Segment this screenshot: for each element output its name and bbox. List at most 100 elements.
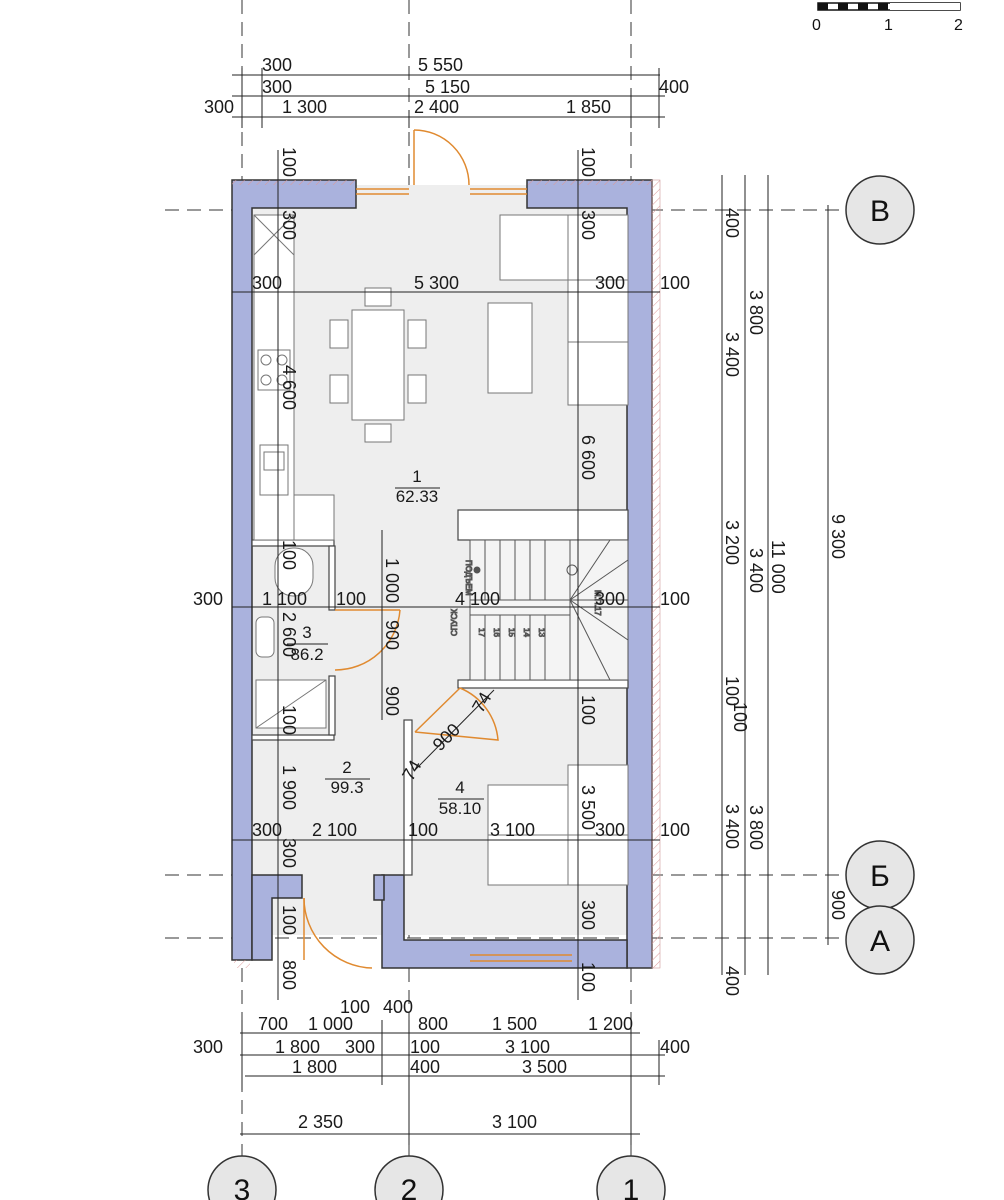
dim-label: 400 — [659, 77, 689, 97]
stair-step-number: 14 — [522, 628, 531, 637]
stair-step-number: 16 — [492, 628, 501, 637]
dim-label: 900 — [382, 686, 402, 716]
dim-label: 100 — [722, 676, 742, 706]
top-dimensions: 300 5 550 300 5 150 400 300 1 300 2 400 … — [204, 55, 689, 117]
dim-label: 1 000 — [308, 1014, 353, 1034]
dim-label: 300 — [279, 210, 299, 240]
dim-label: 2 600 — [279, 612, 299, 657]
dim-label: 300 — [578, 900, 598, 930]
dim-label: 3 400 — [722, 332, 742, 377]
dim-label: 6 600 — [578, 435, 598, 480]
dim-label: 100 — [408, 820, 438, 840]
dim-label: 3 100 — [490, 820, 535, 840]
dim-label: 100 — [279, 540, 299, 570]
scale-bar: 0 1 2 — [812, 2, 963, 34]
dim-label: 100 — [578, 962, 598, 992]
dim-label: 300 — [262, 77, 292, 97]
dim-label: 300 — [595, 273, 625, 293]
dim-label: 300 — [262, 55, 292, 75]
dim-label: 1 300 — [282, 97, 327, 117]
axis-bubble-column — [596, 1155, 666, 1200]
dim-label: 400 — [383, 997, 413, 1017]
dim-label: 1 200 — [588, 1014, 633, 1034]
dim-label: 3 800 — [746, 805, 766, 850]
dim-label: 2 400 — [414, 97, 459, 117]
dim-label: 300 — [193, 589, 223, 609]
bottom-dimensions: 100 400 700 1 000 800 1 500 1 200 300 1 … — [193, 997, 690, 1132]
scale-label: 1 — [884, 17, 893, 34]
stair-note: М.П.17 — [593, 590, 602, 616]
dim-label: 400 — [410, 1057, 440, 1077]
dim-label: 100 — [730, 702, 750, 732]
dim-label: 3 500 — [522, 1057, 567, 1077]
furniture — [253, 214, 629, 886]
dim-label: 1 500 — [492, 1014, 537, 1034]
dim-label: 4 100 — [455, 589, 500, 609]
dim-label: 2 100 — [312, 820, 357, 840]
stair-step-number: 17 — [477, 628, 486, 637]
dimension-lines — [232, 68, 829, 1145]
axis-column-label: 1 — [623, 1174, 640, 1200]
axis-row-label: В — [870, 195, 890, 228]
dim-label: 300 — [595, 589, 625, 609]
dim-label: 1 900 — [279, 765, 299, 810]
room-number: 1 — [412, 467, 421, 486]
dim-label: 3 100 — [492, 1112, 537, 1132]
right-dimensions: 400 3 400 3 200 100 3 400 400 3 800 3 40… — [722, 208, 848, 996]
dim-label: 1 850 — [566, 97, 611, 117]
stair-up-label: ПОДЪЕМ — [464, 560, 473, 596]
dim-label: 400 — [660, 1037, 690, 1057]
dim-label: 9 300 — [828, 514, 848, 559]
dim-label: 2 350 — [298, 1112, 343, 1132]
dim-label: 100 — [336, 589, 366, 609]
dim-label: 100 — [279, 905, 299, 935]
dim-label: 300 — [204, 97, 234, 117]
dim-label: 900 — [828, 890, 848, 920]
axis-column-label: 3 — [234, 1174, 251, 1200]
dim-label: 5 150 — [425, 77, 470, 97]
dim-label: 700 — [258, 1014, 288, 1034]
axis-bubbles: В Б А 3 2 1 — [207, 175, 915, 1200]
axis-bubble-row — [845, 175, 915, 245]
dim-label: 5 300 — [414, 273, 459, 293]
room-labels: 1 62.33 2 99.3 3 86.2 4 58.10 — [287, 467, 484, 818]
dim-label: 11 000 — [768, 540, 788, 594]
dim-label: 3 400 — [722, 804, 742, 849]
dim-label: 3 200 — [722, 520, 742, 565]
axis-bubble-column — [207, 1155, 277, 1200]
dim-label: 100 — [279, 705, 299, 735]
scale-label: 2 — [954, 17, 963, 34]
axis-row-label: А — [870, 925, 890, 958]
dim-label: 300 — [345, 1037, 375, 1057]
dim-label: 400 — [722, 208, 742, 238]
scale-label: 0 — [812, 17, 821, 34]
dim-label: 300 — [252, 820, 282, 840]
dim-label: 300 — [193, 1037, 223, 1057]
dim-label: 1 000 — [382, 558, 402, 603]
dim-label: 800 — [418, 1014, 448, 1034]
doors-windows — [303, 129, 572, 969]
interior-dimensions: 100 100 300 300 300 5 300 300 100 300 1 … — [193, 147, 690, 992]
dim-label: 3 100 — [505, 1037, 550, 1057]
axis-row-label: Б — [870, 860, 890, 893]
dim-label: 400 — [722, 966, 742, 996]
dim-label: 3 800 — [746, 290, 766, 335]
dim-label: 1 800 — [292, 1057, 337, 1077]
room-area: 86.2 — [290, 645, 323, 664]
dim-label: 900 — [382, 620, 402, 650]
stair-step-number: 13 — [537, 628, 546, 637]
dim-label: 100 — [578, 147, 598, 177]
dim-label: 100 — [660, 589, 690, 609]
dim-label: 300 — [252, 273, 282, 293]
dim-label: 300 — [279, 838, 299, 868]
axis-bubble-column — [374, 1155, 444, 1200]
dim-label: 3 500 — [578, 785, 598, 830]
stair-step-number: 15 — [507, 628, 516, 637]
dim-label: 800 — [279, 960, 299, 990]
room-area: 62.33 — [396, 487, 439, 506]
dim-label: 100 — [660, 820, 690, 840]
dim-label: 1 100 — [262, 589, 307, 609]
dim-label: 4 600 — [279, 365, 299, 410]
axis-bubble-row — [845, 905, 915, 975]
